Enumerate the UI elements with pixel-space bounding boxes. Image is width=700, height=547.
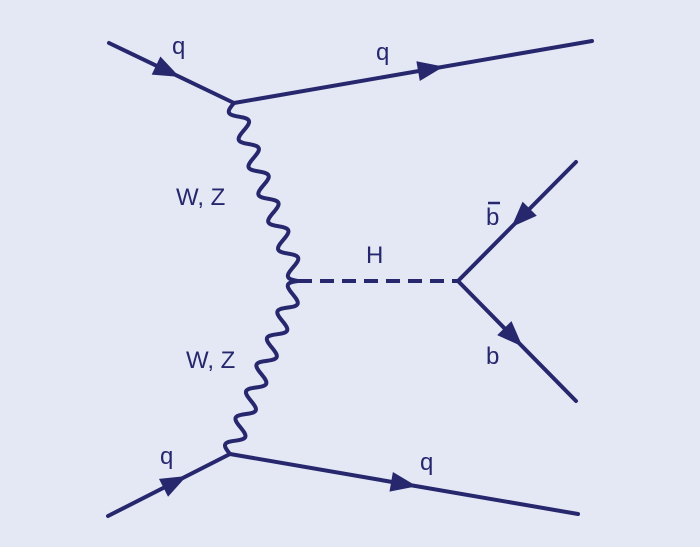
label-top-outgoing-quark: q	[376, 39, 389, 66]
label-top-incoming-quark: q	[172, 33, 185, 60]
label-antibottom-quark: b	[486, 204, 499, 231]
top-outgoing-quark-arrow	[416, 61, 444, 81]
lower-boson-wavy-line	[222, 279, 300, 456]
bottom-outgoing-quark-arrow	[389, 471, 417, 492]
label-bottom-quark: b	[486, 343, 499, 370]
label-lower-boson: W, Z	[186, 347, 235, 374]
label-bottom-incoming-quark: q	[160, 443, 173, 470]
top-incoming-quark-arrow	[151, 56, 180, 77]
label-bottom-outgoing-quark: q	[420, 449, 433, 476]
top-outgoing-quark-line	[232, 39, 594, 105]
bottom-incoming-quark-arrow	[158, 476, 187, 497]
upper-boson-wavy-line	[226, 101, 301, 283]
label-upper-boson: W, Z	[176, 184, 225, 211]
antibottom-quark-arrow	[511, 201, 537, 228]
bottom-quark-arrow	[497, 321, 523, 347]
label-higgs: H	[366, 242, 383, 269]
